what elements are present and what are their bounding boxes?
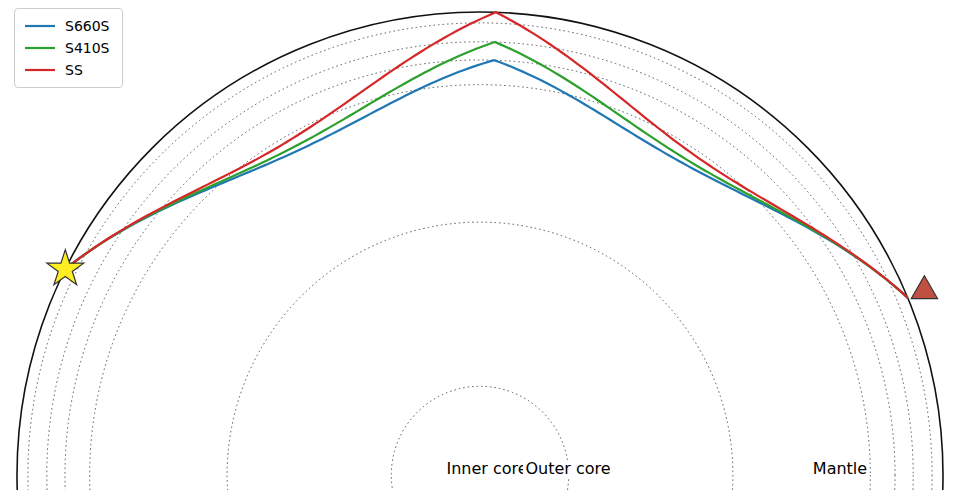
layer-boundary (65, 60, 895, 490)
region-label: Outer core (523, 460, 612, 478)
legend-box: S660S S410S SS (14, 8, 123, 88)
source-star (47, 250, 84, 285)
layer-boundary (28, 23, 932, 490)
layer-boundary (90, 85, 871, 490)
earth-surface (17, 12, 943, 490)
legend-line (25, 65, 55, 75)
ray-path (65, 60, 907, 298)
legend-label: S660S (65, 18, 110, 34)
layer-boundary (227, 222, 733, 490)
legend-label: SS (65, 62, 83, 78)
region-label: Mantle (811, 460, 869, 478)
layer-boundary (47, 42, 913, 490)
legend-entry: SS (25, 59, 110, 81)
legend-line (25, 21, 55, 31)
legend-entry: S660S (25, 15, 110, 37)
ray-path (65, 42, 907, 298)
legend-line (25, 43, 55, 53)
station-triangle (911, 276, 937, 299)
legend-entry: S410S (25, 37, 110, 59)
legend-label: S410S (65, 40, 110, 56)
ray-path (65, 12, 907, 298)
region-label: Inner core (444, 460, 529, 478)
